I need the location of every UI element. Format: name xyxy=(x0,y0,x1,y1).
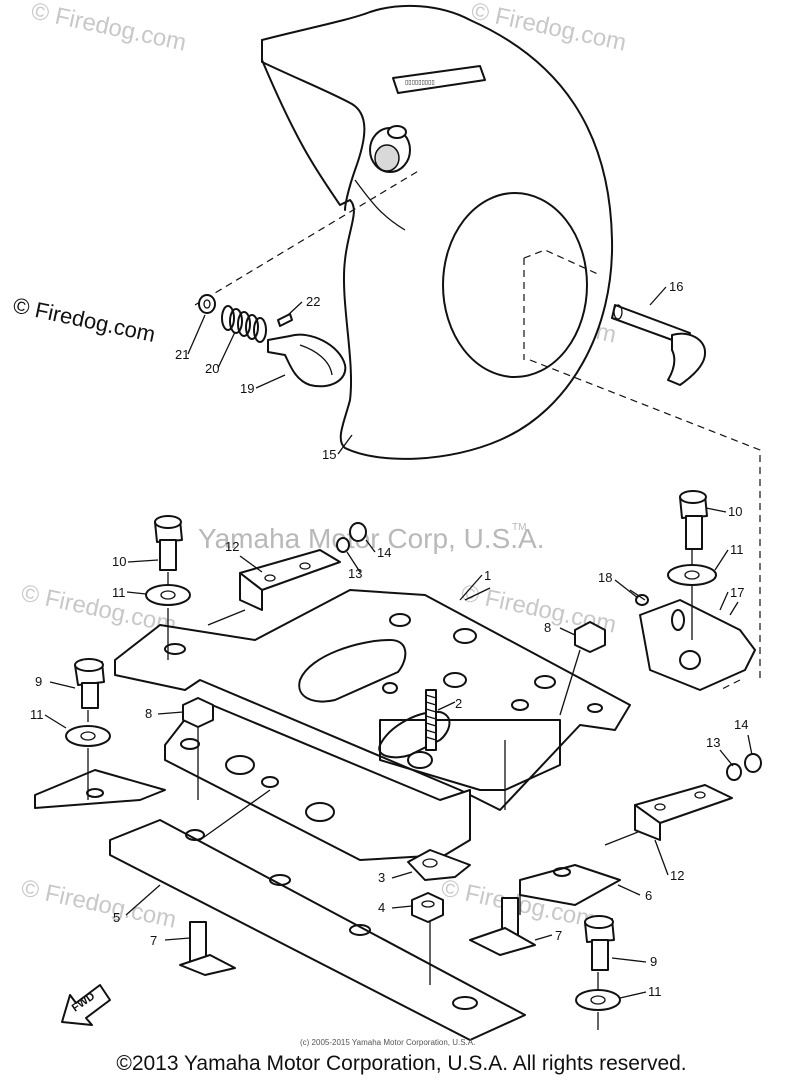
callout-19: 19 xyxy=(240,381,254,396)
callout-4: 4 xyxy=(378,900,385,915)
assembly-dashed-lines xyxy=(194,169,761,691)
callout-9: 9 xyxy=(35,674,42,689)
part-5-strip xyxy=(34,769,526,1041)
part-6-strip xyxy=(519,864,621,906)
fwd-arrow: FWD xyxy=(61,984,111,1026)
knob-assembly xyxy=(198,294,347,388)
callout-11: 11 xyxy=(648,984,662,999)
callout-13: 13 xyxy=(348,566,362,581)
watermark-firedog: © Firedog.com xyxy=(19,874,179,933)
callout-7: 7 xyxy=(555,928,562,943)
part-2-stud xyxy=(425,689,437,751)
callout-11: 11 xyxy=(112,585,126,600)
small-copyright: (c) 2005-2015 Yamaha Motor Corporation, … xyxy=(300,1038,475,1047)
callout-8: 8 xyxy=(544,620,551,635)
callout-10: 10 xyxy=(112,554,126,569)
part-12-clamp-left xyxy=(207,549,341,626)
callout-11: 11 xyxy=(730,542,744,557)
part-12-clamp-right xyxy=(604,784,733,846)
callout-5: 5 xyxy=(113,910,120,925)
callout-leaders xyxy=(87,550,739,1030)
callout-16: 16 xyxy=(669,279,683,294)
part-1-base-plate xyxy=(114,589,631,861)
bolts-washers-nuts xyxy=(65,490,717,1011)
callout-11: 11 xyxy=(30,707,44,722)
callout-18: 18 xyxy=(598,570,612,585)
watermark-tm: TM xyxy=(512,522,526,533)
callout-12: 12 xyxy=(225,539,239,554)
watermark-yamaha: Yamaha Motor Corp, U.S.A. xyxy=(198,523,545,554)
callout-10: 10 xyxy=(728,504,742,519)
callout-13: 13 xyxy=(706,735,720,750)
watermark-firedog: © Firedog.com xyxy=(29,0,189,57)
part-17-bracket xyxy=(635,594,756,691)
callout-21: 21 xyxy=(175,347,189,362)
callout-22: 22 xyxy=(306,294,320,309)
parts-13-14-hardware xyxy=(336,522,762,781)
callout-3: 3 xyxy=(378,870,385,885)
part-15-shroud: ▯▯▯▯▯▯▯▯▯ xyxy=(261,4,614,460)
callout-15: 15 xyxy=(322,447,336,462)
callout-pointer-lines xyxy=(44,286,753,999)
callout-2: 2 xyxy=(455,696,462,711)
callout-7: 7 xyxy=(150,933,157,948)
callout-1: 1 xyxy=(484,568,491,583)
watermark-firedog-dark: © Firedog.com xyxy=(11,292,158,347)
part-16-lever xyxy=(611,304,707,386)
copyright-footer: ©2013 Yamaha Motor Corporation, U.S.A. A… xyxy=(116,1052,687,1075)
parts-diagram: © Firedog.com © Firedog.com © Firedog.co… xyxy=(11,0,762,1047)
callout-20: 20 xyxy=(205,361,219,376)
callout-8: 8 xyxy=(145,706,152,721)
callout-labels: 1 2 3 4 5 6 7 7 8 8 9 9 10 10 11 11 11 1… xyxy=(30,279,748,999)
callout-9: 9 xyxy=(650,954,657,969)
callout-12: 12 xyxy=(670,868,684,883)
callout-17: 17 xyxy=(730,585,744,600)
callout-14: 14 xyxy=(377,545,391,560)
svg-text:▯▯▯▯▯▯▯▯▯: ▯▯▯▯▯▯▯▯▯ xyxy=(405,80,435,86)
callout-6: 6 xyxy=(645,888,652,903)
callout-14: 14 xyxy=(734,717,748,732)
